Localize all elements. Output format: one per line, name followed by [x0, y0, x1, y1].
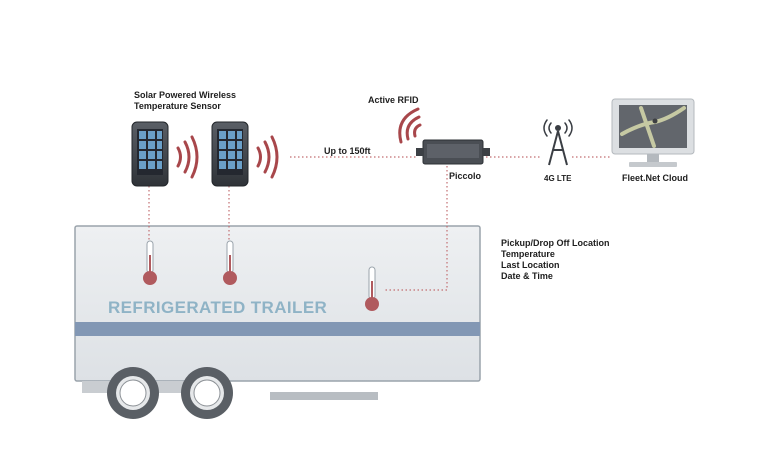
sensor-label: Solar Powered Wireless Temperature Senso… [134, 90, 236, 112]
rfid-signal-icon [398, 107, 422, 144]
temperature-sensor-1 [131, 121, 199, 187]
rfid-label: Active RFID [368, 95, 419, 105]
cell-tower-icon [543, 119, 573, 166]
temperature-sensor-2 [211, 121, 279, 187]
piccolo-label: Piccolo [449, 171, 482, 181]
piccolo-link [384, 166, 448, 291]
trailer-skirt [270, 392, 378, 400]
monitor-stand [629, 162, 677, 167]
connector-lines [148, 156, 612, 291]
piccolo-tab-left [416, 148, 424, 156]
piccolo-face [427, 144, 479, 158]
info-item: Last Location [501, 260, 560, 270]
thermometer-icon [223, 240, 237, 285]
thermometer-icon [365, 266, 379, 311]
trailer-stripe [75, 322, 480, 336]
sensor-label-line1: Solar Powered Wireless [134, 90, 236, 100]
monitor-neck [647, 154, 659, 163]
info-item: Temperature [501, 249, 555, 259]
piccolo-device [398, 107, 490, 165]
lte-label: 4G LTE [544, 174, 572, 183]
info-item: Pickup/Drop Off Location [501, 238, 610, 248]
thermometer-icon [143, 240, 157, 285]
wheel-front [107, 367, 159, 419]
info-item: Date & Time [501, 271, 553, 281]
cloud-label: Fleet.Net Cloud [622, 173, 689, 183]
range-label: Up to 150ft [324, 146, 371, 156]
wifi-signal-icon [256, 135, 279, 179]
trailer-title: REFRIGERATED TRAILER [108, 298, 328, 317]
refrigerated-trailer [74, 225, 481, 419]
trailer-box [74, 225, 481, 382]
monitor-icon [611, 98, 695, 167]
piccolo-tab-right [482, 148, 490, 156]
wifi-signal-icon [176, 135, 199, 179]
wheel-rear [181, 367, 233, 419]
info-list: Pickup/Drop Off Location Temperature Las… [501, 238, 610, 282]
sensor-label-line2: Temperature Sensor [134, 101, 221, 111]
